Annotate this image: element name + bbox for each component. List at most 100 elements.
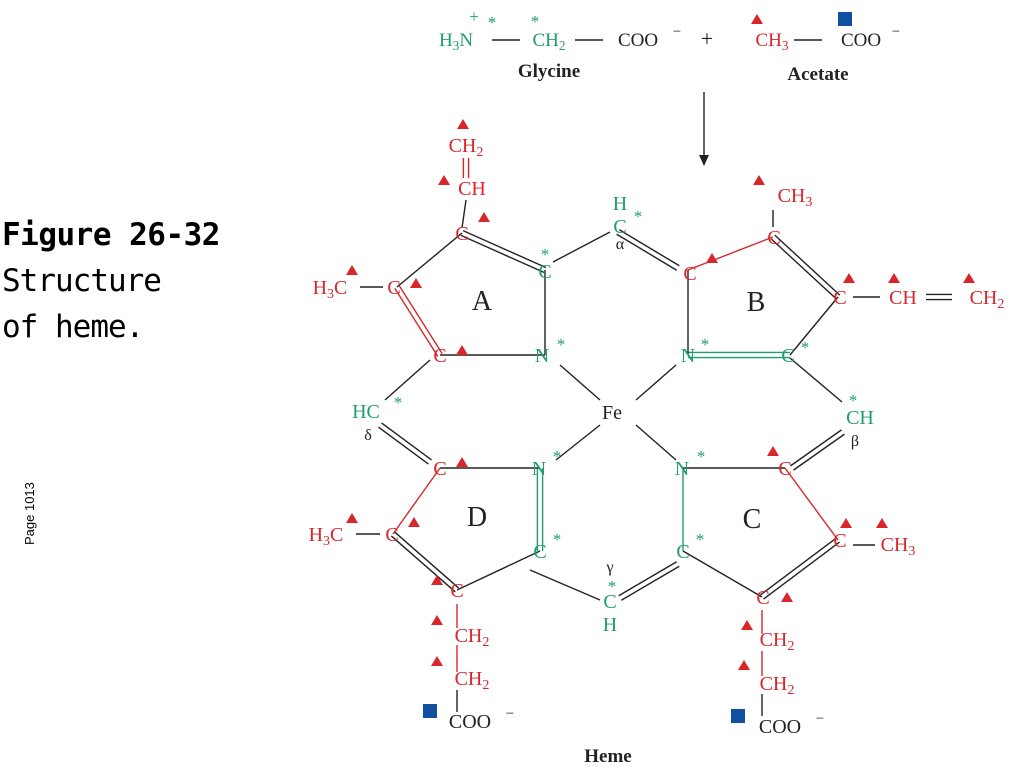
gamma-bridge-double-bond: [620, 565, 680, 601]
beta-carbon-star: *: [849, 391, 858, 410]
ring-d-carboxyl-charge: −: [506, 706, 514, 722]
ring-d-label: D: [467, 502, 487, 533]
ring-b-nitrogen: N: [681, 345, 695, 367]
ring-c-propionate-carboxyl: COO: [759, 716, 801, 738]
ring-b-bond: [789, 296, 839, 356]
delta-bridge-double-bond: [381, 422, 432, 461]
alpha-bridge-carbon: C: [613, 216, 626, 238]
ring-c-bond: [784, 467, 839, 541]
ring-d-propionate-ch2: CH2: [455, 625, 490, 650]
reaction-plus-sign: +: [701, 26, 713, 51]
delta-bridge-bond: [384, 359, 431, 401]
ring-d-carbon: C: [385, 524, 398, 546]
ring-d-nitrogen: N: [532, 458, 546, 480]
acetate-carbon-marker-icon: [478, 212, 490, 222]
ring-b-carbon: C: [683, 263, 696, 285]
acetate-name: Acetate: [787, 64, 848, 85]
ring-d-carbon: C: [433, 458, 446, 480]
acetate-carboxyl-group: COO: [841, 30, 881, 51]
glycine-positive-charge: +: [469, 7, 479, 26]
ring-a-carbon: C: [455, 223, 468, 245]
alpha-bridge-double-bond: [616, 233, 678, 271]
ring-a-carbon-star: *: [541, 245, 550, 264]
delta-bridge-hc: HC: [352, 401, 380, 423]
alpha-bridge-hydrogen: H: [613, 193, 627, 215]
gamma-bridge-bond: [529, 569, 601, 601]
ring-a-bond: [396, 232, 463, 288]
ring-a-methyl: H3C: [313, 277, 348, 302]
acetate-carbon-marker-icon: [438, 175, 450, 185]
ring-d-bond: [456, 550, 541, 591]
ring-c-carbon: C: [676, 541, 689, 563]
ring-d-methyl: H3C: [309, 524, 344, 549]
ring-d-carbon: C: [450, 580, 463, 602]
delta-bridge-double-bond: [378, 426, 429, 465]
acetate-carbon-marker-icon: [431, 615, 443, 625]
gamma-bridge-carbon: C: [603, 591, 616, 613]
gamma-carbon-star: *: [608, 577, 617, 596]
acetate-carbon-marker-icon: [738, 660, 750, 670]
figure-title: Figure 26-32: [2, 217, 220, 253]
figure-caption-line-2: of heme.: [2, 309, 144, 345]
ring-b-label: B: [747, 287, 766, 318]
figure-caption-line-1: Structure: [2, 263, 162, 299]
acetate-carbon-marker-icon: [840, 518, 852, 528]
ring-a-double-bond: [394, 288, 439, 357]
vinyl-bond: [461, 199, 467, 229]
alpha-carbon-star: *: [634, 207, 643, 226]
ring-c-methyl: CH3: [881, 534, 916, 559]
ring-b-methyl: CH3: [778, 185, 813, 210]
acetate-methyl-marker-icon: [751, 14, 763, 24]
ring-d-carbon-star: *: [553, 530, 562, 549]
ring-b-vinyl-ch: CH: [889, 287, 917, 309]
ring-a-double-bond: [462, 229, 547, 269]
beta-bridge-label: β: [851, 433, 859, 450]
ring-c-carbon: C: [756, 587, 769, 609]
heme-name: Heme: [584, 746, 631, 767]
ring-b-double-bond: [774, 234, 841, 296]
ring-d-propionate-ch2: CH2: [455, 668, 490, 693]
glycine-carbon-star: *: [531, 12, 540, 31]
beta-bridge-ch: CH: [846, 407, 874, 429]
delta-carbon-star: *: [394, 393, 403, 412]
ring-c-propionate-ch2: CH2: [760, 629, 795, 654]
alpha-bridge-label: α: [616, 236, 625, 253]
beta-bridge-double-bond: [790, 429, 842, 467]
glycine-name: Glycine: [518, 61, 580, 82]
iron-coordination-bond: [635, 424, 677, 461]
ring-a-carbon: C: [433, 345, 446, 367]
ring-a-label: A: [472, 286, 493, 317]
ring-a-carbon: C: [387, 277, 400, 299]
iron-coordination-bond: [559, 364, 601, 401]
acetate-carbon-marker-icon: [888, 273, 900, 283]
ring-c-carbon: C: [833, 530, 846, 552]
acetate-carboxyl-marker-icon: [838, 12, 852, 26]
glycine-amino-group: H3N: [439, 30, 473, 53]
ring-d-bond: [392, 467, 441, 535]
delta-bridge-label: δ: [364, 427, 372, 444]
ring-c-carboxyl-charge: −: [816, 711, 824, 727]
acetate-carbon-marker-icon: [346, 513, 358, 523]
reaction-arrow-head-icon: [699, 155, 709, 166]
iron-coordination-bond: [635, 364, 677, 401]
ring-c-nitrogen-star: *: [697, 447, 706, 466]
acetate-carbon-marker-icon: [408, 517, 420, 527]
ring-a-double-bond: [398, 285, 443, 354]
acetate-carbon-marker-icon: [963, 273, 975, 283]
ring-a-vinyl-ch: CH: [458, 178, 486, 200]
ring-d-double-bond: [390, 535, 456, 593]
gamma-bridge-double-bond: [618, 561, 678, 597]
acetate-carbon-marker-icon: [346, 265, 358, 275]
acetate-carbon-marker-icon: [843, 273, 855, 283]
acetate-carbon-marker-icon: [741, 620, 753, 630]
ring-b-carbon: C: [767, 227, 780, 249]
ring-b-bond: [687, 236, 774, 271]
ring-d-nitrogen-star: *: [553, 447, 562, 466]
glycine-methylene-group: CH2: [532, 30, 565, 53]
beta-bridge-double-bond: [793, 433, 845, 471]
acetate-carbon-marker-icon: [767, 446, 779, 456]
acetate-carbon-marker-icon: [410, 278, 422, 288]
glycine-carboxyl-group: COO: [618, 30, 658, 51]
ring-c-double-bond: [763, 541, 840, 600]
ring-a-double-bond: [460, 234, 545, 274]
